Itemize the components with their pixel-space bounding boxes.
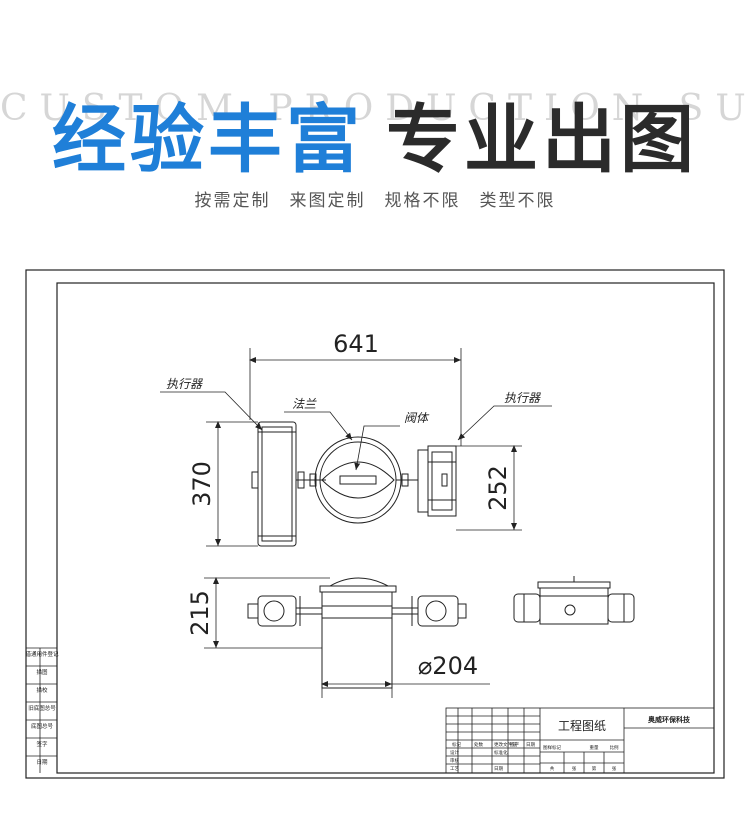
sheet-outer-border <box>25 269 725 779</box>
side-label-2: 描图 <box>36 668 48 676</box>
tb-label-review: 审核 <box>450 757 459 764</box>
side-label-4: 旧底图总号 <box>28 704 56 712</box>
tb-label-stage: 图样标记 <box>543 744 561 751</box>
tb-label-sheet2: 张 <box>612 765 617 772</box>
dim-215-text: 215 <box>186 590 214 636</box>
label-flange: 法兰 <box>292 397 317 411</box>
side-label-6: 签字 <box>36 740 48 748</box>
side-view <box>513 576 635 625</box>
dim-370-lines <box>206 421 258 547</box>
tb-label-sheet1: 张 <box>572 765 577 772</box>
top-view <box>251 421 457 547</box>
leader-lines <box>160 391 552 471</box>
headline-blue: 经验丰富 <box>52 97 364 183</box>
side-label-5: 底图总号 <box>31 722 54 730</box>
dim-641-lines <box>249 348 462 446</box>
tb-label-scale: 比例 <box>610 744 619 751</box>
dim-204-text: ⌀204 <box>418 652 478 680</box>
watermark-text: CUSTOM PRODUCTION SUPPORT <box>0 88 750 129</box>
title-block <box>445 707 715 774</box>
side-strip <box>26 647 57 773</box>
subheadline: 按需定制 来图定制 规格不限 类型不限 <box>194 191 556 211</box>
front-view <box>247 577 467 689</box>
tb-label-date2: 日期 <box>494 766 503 772</box>
title-block-title: 工程图纸 <box>558 718 606 733</box>
tb-label-date: 日期 <box>526 742 535 748</box>
label-actuator-right: 执行器 <box>504 391 541 405</box>
tb-label-count: 处数 <box>474 741 483 748</box>
tb-label-mark: 标记 <box>452 741 461 748</box>
sheet-inner-border <box>56 282 715 774</box>
tb-label-total: 共 <box>550 765 555 772</box>
dim-252-lines <box>456 445 522 531</box>
dim-370-text: 370 <box>188 461 216 507</box>
dim-252-text: 252 <box>484 465 512 511</box>
tb-label-no: 第 <box>592 765 597 772</box>
title-block-company: 奥威环保科技 <box>648 715 691 724</box>
dim-641-text: 641 <box>333 330 379 358</box>
label-actuator-left: 执行器 <box>166 377 203 391</box>
tb-label-sign: 签字 <box>510 741 519 748</box>
dim-215-lines <box>204 577 330 649</box>
headline-dark: 专业出图 <box>386 97 698 183</box>
headline: 经验丰富专业出图 <box>0 80 750 187</box>
tb-label-weight: 重量 <box>590 744 599 751</box>
tb-label-design: 设计 <box>450 749 459 756</box>
label-valve-body: 阀体 <box>404 411 430 425</box>
dim-204-lines <box>321 681 490 698</box>
side-label-1: 借通用件登记 <box>25 650 59 658</box>
tb-label-craft: 工艺 <box>450 766 459 772</box>
side-label-7: 日期 <box>36 759 48 766</box>
tb-label-doc: 更改文件号 <box>494 741 517 748</box>
side-label-3: 描校 <box>36 686 48 694</box>
tb-label-standard: 标准化 <box>494 749 508 756</box>
